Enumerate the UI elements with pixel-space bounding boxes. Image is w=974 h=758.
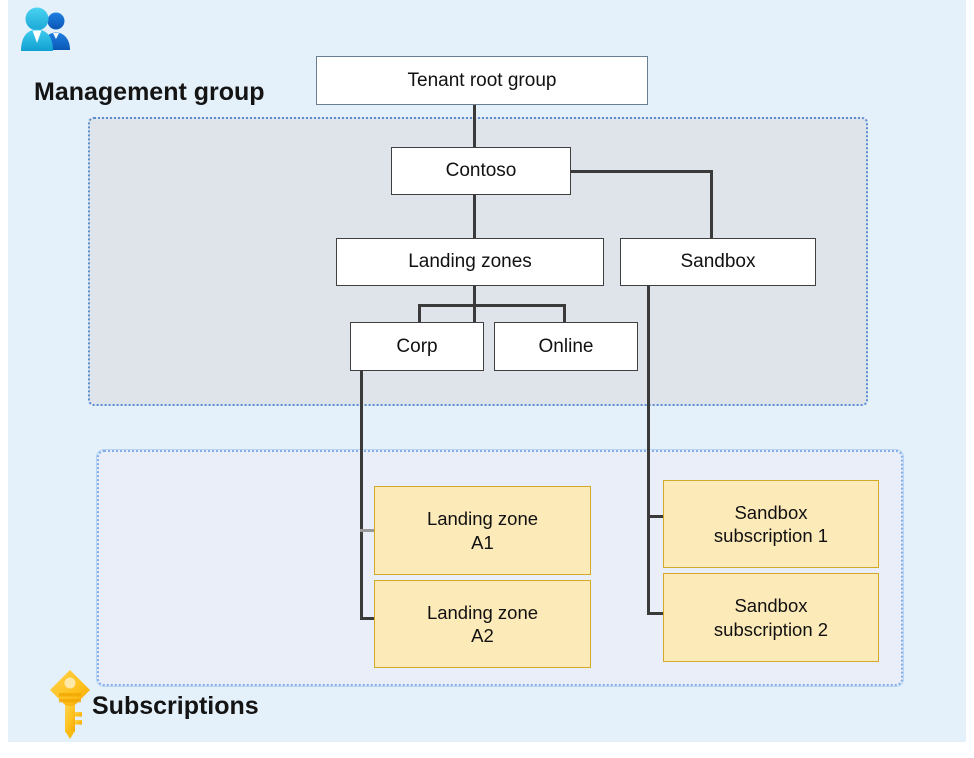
node-label-line2: subscription 1	[713, 525, 829, 546]
node-label-line2: A2	[471, 625, 494, 646]
connector-corp-to-landing-zone-a2	[360, 617, 378, 620]
connector-sandbox-to-subscription-2	[647, 612, 667, 615]
node-label: Landing zone A1	[427, 507, 538, 553]
node-sandbox[interactable]: Sandbox	[620, 238, 816, 286]
connector-sandbox-to-subscription-1	[647, 515, 667, 518]
connector-corp-trunk	[360, 370, 363, 620]
node-label: Sandbox	[680, 251, 756, 273]
connector-landing-zones-bus	[418, 304, 566, 307]
node-label-line1: Sandbox	[734, 595, 808, 617]
node-online[interactable]: Online	[494, 322, 638, 371]
node-label: Sandbox subscription 2	[714, 594, 828, 640]
node-landing-zone-a1[interactable]: Landing zone A1	[374, 486, 591, 575]
node-label-line1: Sandbox	[734, 501, 808, 523]
node-corp[interactable]: Corp	[350, 322, 484, 371]
node-label: Sandbox subscription 1	[714, 501, 828, 547]
key-icon	[46, 668, 94, 740]
connector-contoso-to-sandbox-vertical	[710, 170, 713, 239]
connector-bus-to-online	[563, 304, 566, 324]
diagram-canvas: Tenant root group Contoso Landing zones …	[8, 0, 966, 742]
node-label-line2: subscription 2	[713, 618, 829, 640]
connector-sandbox-trunk	[647, 285, 650, 615]
node-landing-zones[interactable]: Landing zones	[336, 238, 604, 286]
people-icon	[20, 6, 72, 52]
connector-corp-to-landing-zone-a1	[360, 529, 378, 532]
node-sandbox-subscription-1[interactable]: Sandbox subscription 1	[663, 480, 879, 568]
connector-bus-to-corp	[418, 304, 421, 324]
connector-contoso-to-landing-zones	[473, 194, 476, 239]
node-sandbox-subscription-2[interactable]: Sandbox subscription 2	[663, 573, 879, 662]
node-contoso[interactable]: Contoso	[391, 147, 571, 195]
node-label: Landing zones	[408, 251, 532, 273]
node-label: Online	[538, 335, 594, 357]
node-landing-zone-a2[interactable]: Landing zone A2	[374, 580, 591, 668]
node-tenant-root-group[interactable]: Tenant root group	[316, 56, 648, 105]
connector-tenant-to-contoso	[473, 104, 476, 148]
node-label-line2: A1	[471, 531, 494, 553]
node-label-line1: Landing zone	[426, 601, 539, 623]
node-label: Tenant root group	[407, 69, 557, 91]
node-label-line1: Landing zone	[426, 508, 539, 530]
connector-contoso-to-sandbox-horizontal	[569, 170, 712, 173]
node-label: Contoso	[445, 160, 517, 182]
management-group-caption: Management group	[34, 78, 265, 106]
node-label: Landing zone A2	[427, 601, 538, 647]
subscriptions-caption: Subscriptions	[92, 692, 259, 720]
node-label: Corp	[396, 335, 438, 357]
